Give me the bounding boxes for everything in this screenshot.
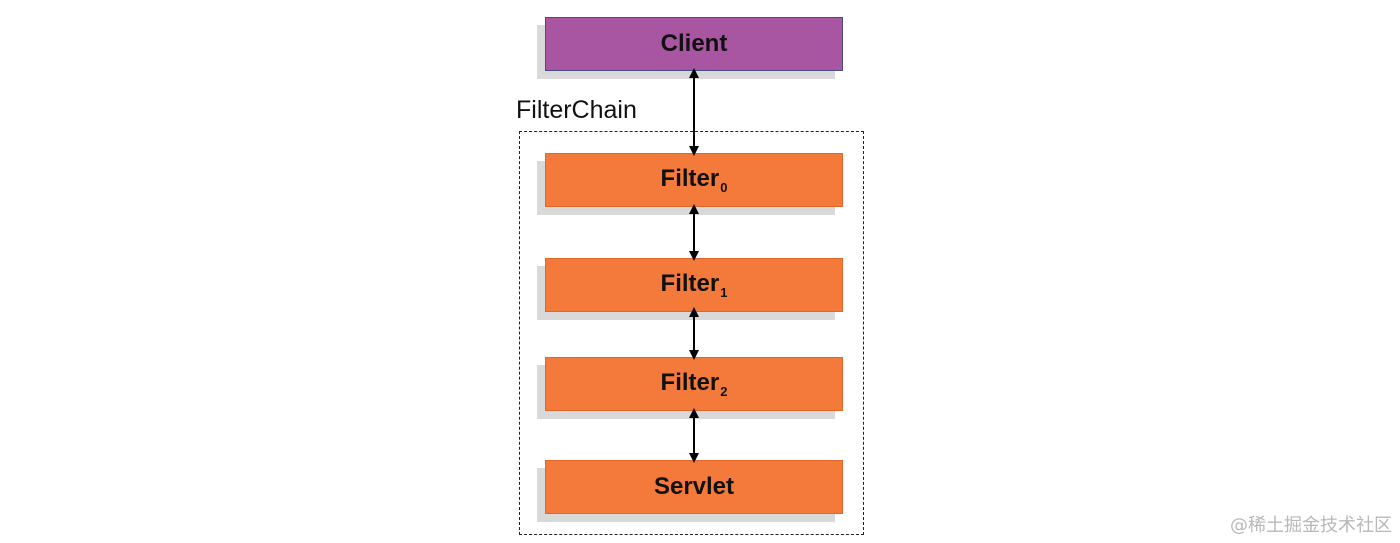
filter-1-name: Filter	[660, 270, 720, 297]
filter-1-label: Filter1	[661, 270, 728, 300]
filter-0-subscript: 0	[720, 180, 728, 195]
filter-1-subscript: 1	[720, 285, 728, 300]
filter-box-1-face: Filter1	[545, 258, 843, 312]
servlet-label: Servlet	[653, 473, 735, 500]
servlet-box-face: Servlet	[545, 460, 843, 514]
filter-box-1: Filter1	[537, 258, 843, 320]
filter-box-2: Filter2	[537, 357, 843, 419]
filter-2-name: Filter	[660, 369, 720, 396]
filter-2-subscript: 2	[720, 384, 728, 399]
filter-0-label: Filter0	[661, 165, 728, 195]
filter-2-label: Filter2	[661, 369, 728, 399]
client-label: Client	[660, 30, 728, 57]
filterchain-label: FilterChain	[516, 96, 637, 124]
servlet-box: Servlet	[537, 460, 843, 522]
watermark-text: @稀土掘金技术社区	[1230, 515, 1392, 536]
filter-0-name: Filter	[660, 165, 720, 192]
filter-box-2-face: Filter2	[545, 357, 843, 411]
filter-box-0: Filter0	[537, 153, 843, 215]
